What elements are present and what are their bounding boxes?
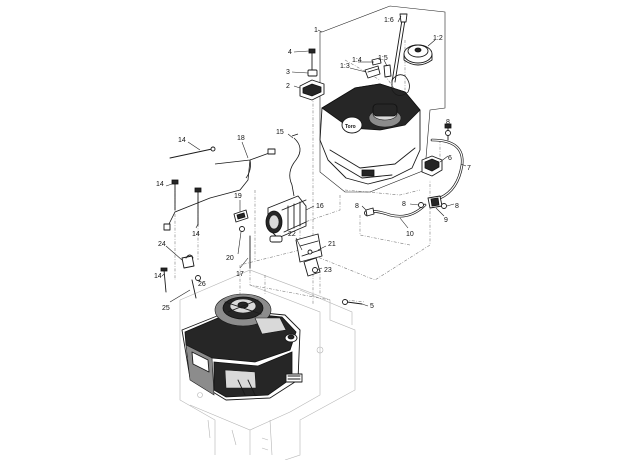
callout-8c: 8 <box>402 201 406 208</box>
callout-17: 17 <box>236 271 244 278</box>
callout-21: 21 <box>328 241 336 248</box>
cap-tether <box>391 74 410 96</box>
throttle-cable <box>289 137 301 197</box>
tank-bracket <box>299 48 325 101</box>
hose-clamps <box>364 130 451 216</box>
callout-1: 1 <box>314 27 318 34</box>
callout-1-3: 1:3 <box>340 63 350 70</box>
callout-2: 2 <box>286 83 290 90</box>
wiring-harness <box>163 148 276 231</box>
callout-20: 20 <box>226 255 234 262</box>
callout-19: 19 <box>234 193 242 200</box>
callout-4: 4 <box>288 49 292 56</box>
callout-6: 6 <box>448 155 452 162</box>
callout-14c: 14 <box>192 231 200 238</box>
screw-20 <box>239 226 245 232</box>
callout-14a: 14 <box>178 137 186 144</box>
callout-16: 16 <box>316 203 324 210</box>
callout-1-2: 1:2 <box>433 35 443 42</box>
callout-8d: 8 <box>455 203 459 210</box>
air-cleaner <box>265 195 307 243</box>
small-hardware <box>191 275 201 299</box>
callout-5: 5 <box>370 303 374 310</box>
hose-fitting <box>365 207 375 217</box>
callout-26: 26 <box>198 281 206 288</box>
tank-logo: Toro <box>345 124 356 130</box>
control-bracket <box>295 233 323 277</box>
callout-3: 3 <box>286 69 290 76</box>
fuel-hose-lower <box>368 203 427 218</box>
callout-8b: 8 <box>355 203 359 210</box>
callout-15: 15 <box>276 129 284 136</box>
spring-clip <box>181 254 195 269</box>
callout-22: 22 <box>288 231 296 238</box>
fuel-filter <box>427 195 443 209</box>
engine <box>181 293 303 401</box>
clamp-bracket <box>233 209 249 223</box>
callout-14d: 14 <box>154 273 162 280</box>
bolt-5 <box>342 299 363 305</box>
callout-1-4: 1:4 <box>352 57 362 64</box>
callout-1-5: 1:5 <box>378 55 388 62</box>
callout-14b: 14 <box>156 181 164 188</box>
chassis-frame <box>179 269 356 460</box>
callout-24: 24 <box>158 241 166 248</box>
fuel-cap <box>403 44 433 66</box>
callout-23: 23 <box>324 267 332 274</box>
callout-25: 25 <box>162 305 170 312</box>
callout-1-6: 1:6 <box>384 17 394 24</box>
fuel-hose-upper <box>430 138 464 200</box>
callout-labels: 1 1:2 1:3 1:4 1:5 1:6 2 3 4 5 6 7 8 8 8 … <box>154 17 471 312</box>
leader-lines <box>161 15 467 307</box>
callout-10: 10 <box>406 231 414 238</box>
callout-9: 9 <box>444 217 448 224</box>
fuel-gauge-rod <box>391 13 408 83</box>
callout-8a: 8 <box>446 119 450 126</box>
bolts-14 <box>160 146 216 293</box>
right-tank-bracket <box>421 123 452 177</box>
callout-7: 7 <box>467 165 471 172</box>
tank-fittings <box>364 57 392 79</box>
callout-18: 18 <box>237 135 245 142</box>
fuel-tank: Toro <box>319 83 421 185</box>
